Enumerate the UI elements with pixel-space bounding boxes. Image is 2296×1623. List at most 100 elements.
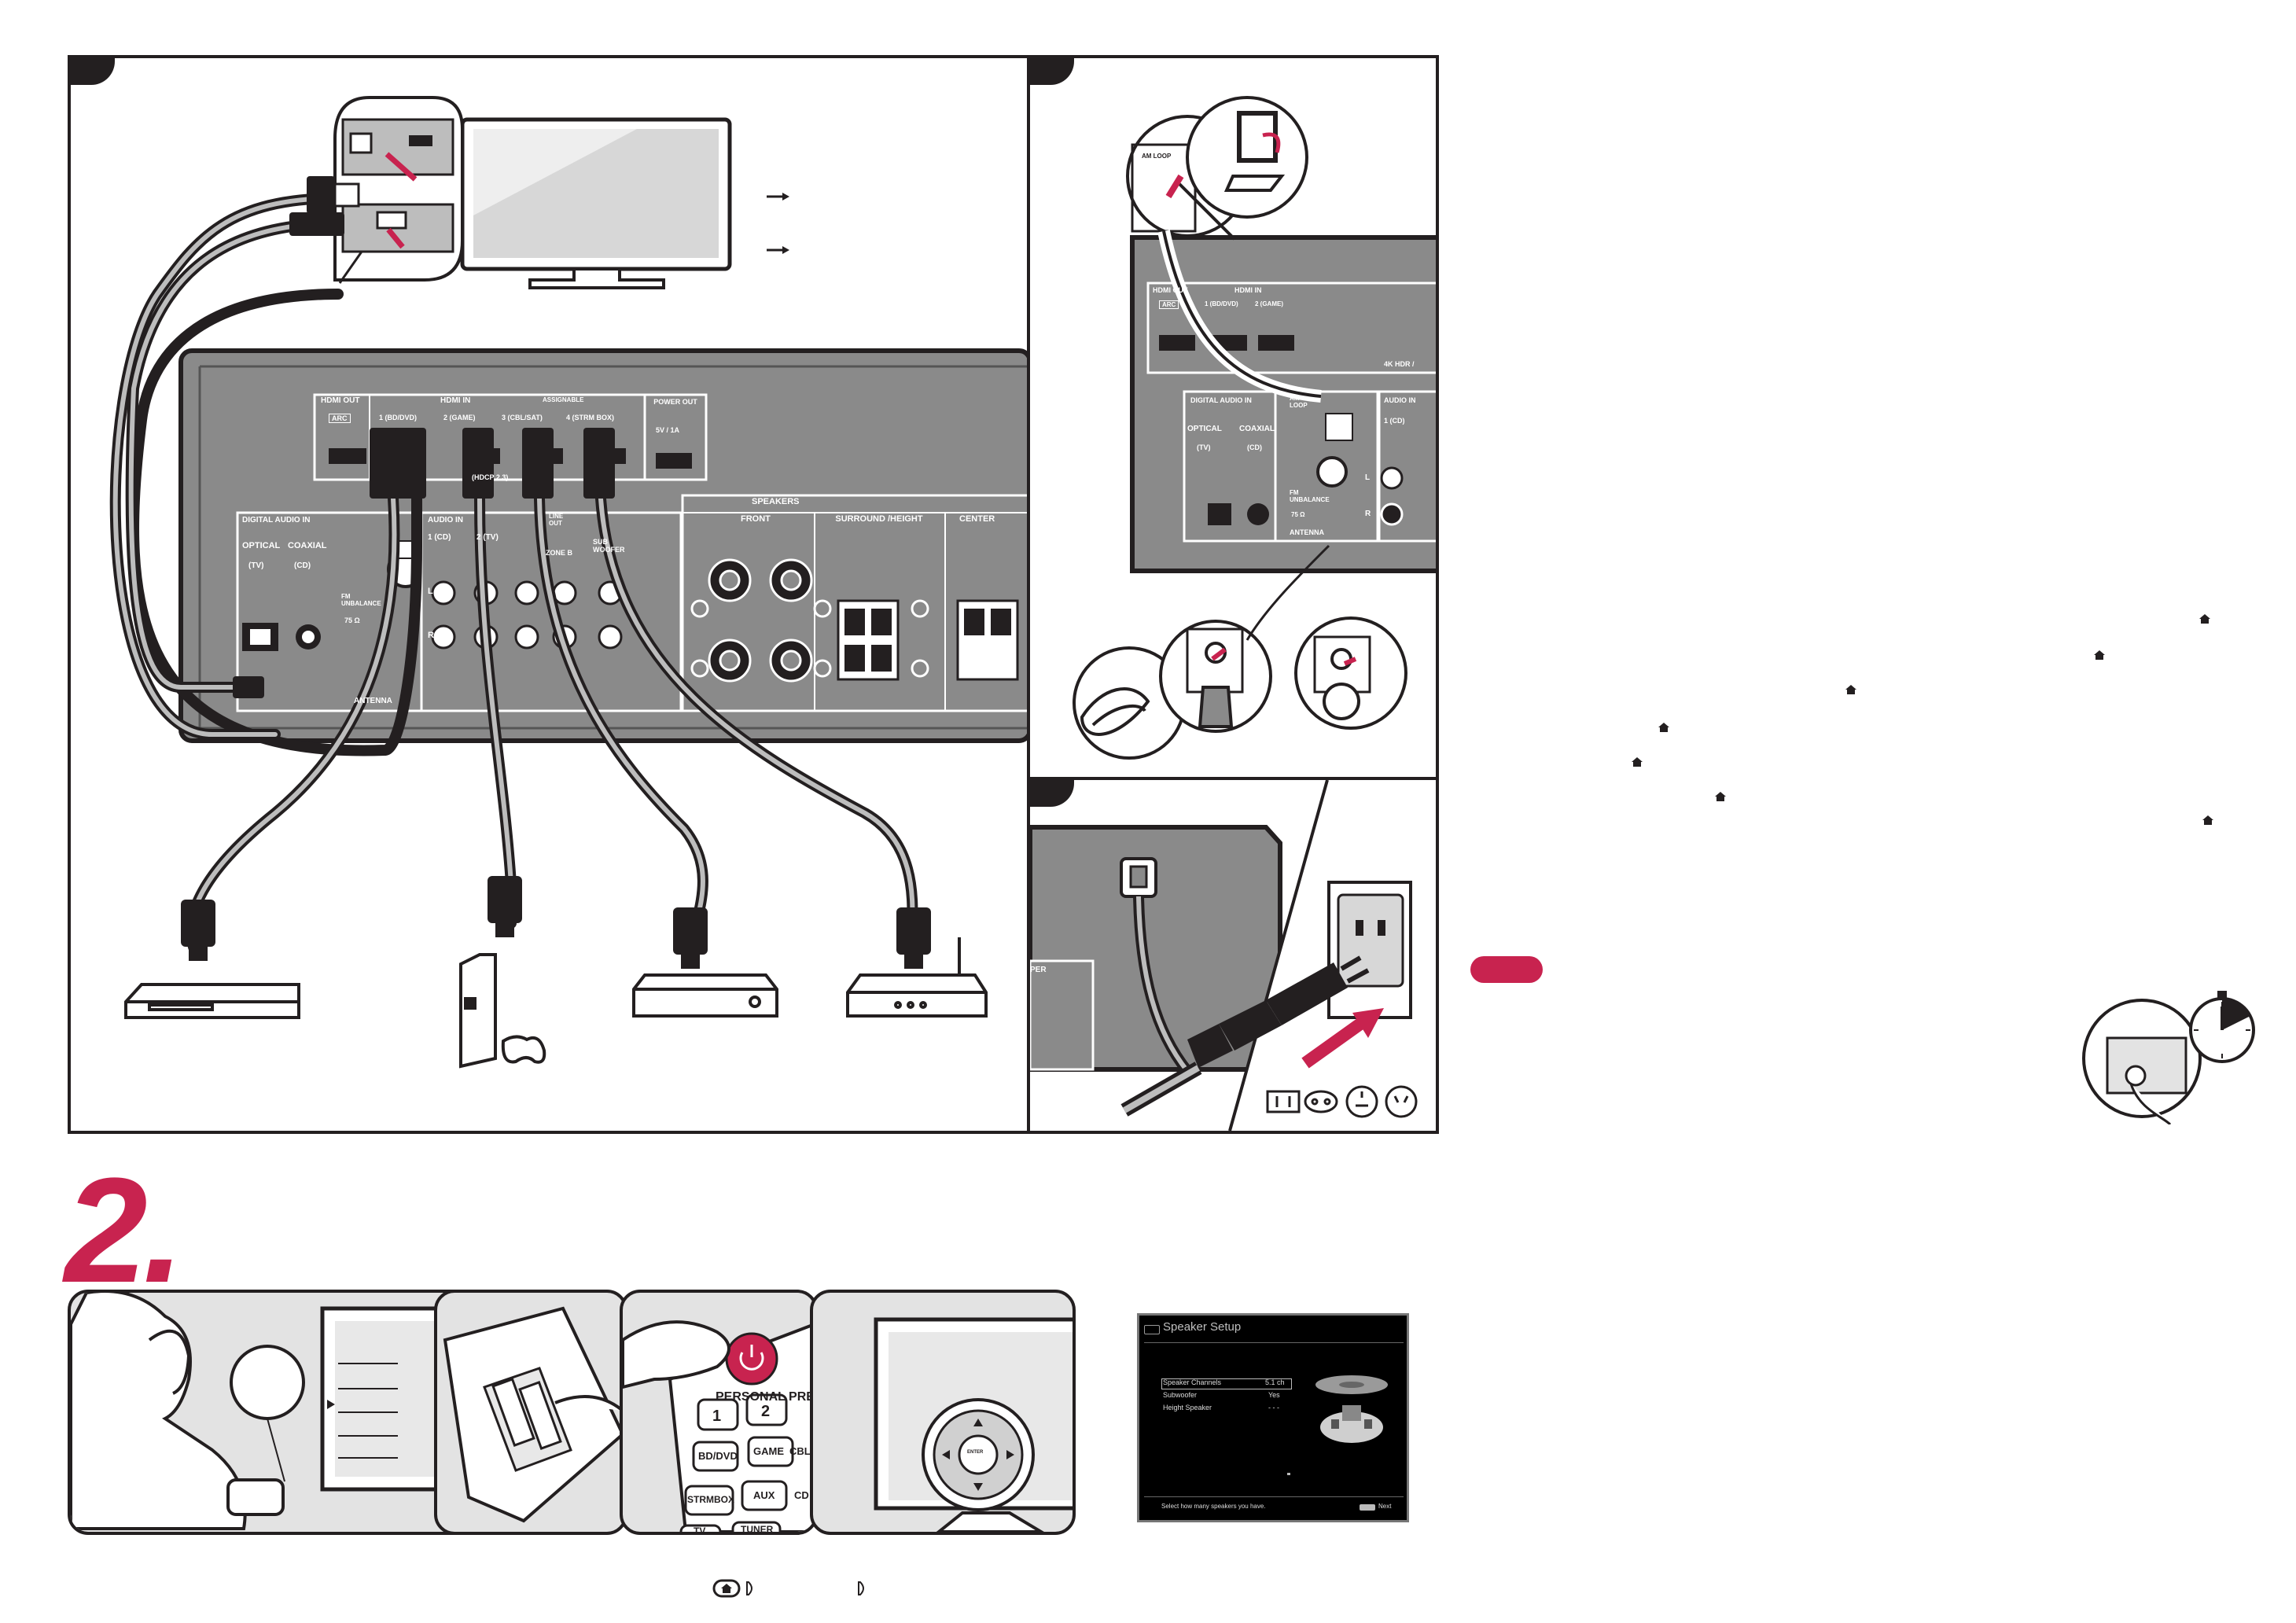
antenna-illustration [1073,96,1436,760]
game-console-icon [459,953,546,1069]
audio-in-2-label: 2 (TV) [476,533,499,542]
osd-row-1-value: 5.1 ch [1265,1378,1285,1386]
detail-audio-in-label: AUDIO IN [1384,396,1416,404]
antenna-label: ANTENNA [354,697,392,705]
tv-button[interactable]: TV [694,1525,706,1535]
osd-row-1-label: Speaker Channels [1163,1378,1222,1386]
am-loop-label: AM LOOP [1142,153,1172,160]
power-illustration [1030,780,1436,1131]
power-out-label: POWER OUT [653,398,697,406]
detail-hdr-label: 4K HDR / [1384,360,1415,368]
cd-button[interactable]: CD [794,1489,809,1501]
arc-label: ARC [329,414,351,423]
tv-icon [460,117,732,289]
osd-next-label[interactable]: Next [1378,1503,1392,1510]
digital-audio-in-label: DIGITAL AUDIO IN [242,516,311,524]
game-button[interactable]: GAME [753,1445,784,1457]
step-illustration-batteries [434,1290,627,1535]
cursor-pad-icon[interactable] [922,1398,1035,1511]
detail-fm-label: FM UNBALANCE [1290,489,1330,503]
hdmi-in-1-label: 1 (BD/DVD) [379,414,418,421]
arrow-icon [767,193,789,254]
streaming-box-icon [846,937,988,1018]
home-icon [1845,685,1856,694]
power-out-value: 5V / 1A [656,426,680,434]
step-illustration-remote: PERSONAL PRE 1 2 BD/DVD GAME CBL/S STRMB… [620,1290,818,1535]
settop-box-icon [632,973,778,1018]
hdcp-label: (HDCP 2.3) [472,473,509,481]
assignable-label: ASSIGNABLE [543,396,584,403]
preset-1-button[interactable]: 1 [712,1408,722,1425]
panel-connections: HDMI OUT ARC HDMI IN ASSIGNABLE 1 (BD/DV… [68,55,1030,1134]
home-icon [1632,757,1643,767]
personal-preset-label: PERSONAL PRE [716,1390,815,1404]
detail-audio-in-1: 1 (CD) [1384,417,1405,425]
home-icon [2094,650,2105,660]
hdmi-in-3-label: 3 (CBL/SAT) [502,414,543,421]
audio-in-1-label: 1 (CD) [428,533,451,542]
fm-label: FM UNBALANCE [341,593,381,607]
hdmi-in-2-label: 2 (GAME) [443,414,476,421]
tuner-button[interactable]: TUNER [741,1524,774,1535]
optical-sub-label: (TV) [248,561,264,570]
detail-hdmi-in-2: 2 (GAME) [1255,300,1283,307]
subwoofer-label: SUB WOOFER [593,538,625,554]
home-icon [1144,1325,1160,1334]
optical-label: OPTICAL [242,541,281,550]
bd-dvd-button[interactable]: BD/DVD [698,1450,738,1462]
play-icon [746,1581,752,1595]
speakers-label: SPEAKERS [752,497,800,506]
aux-button[interactable]: AUX [753,1489,775,1501]
home-icon [2202,815,2213,825]
osd-row-3-value: - - - [1268,1404,1279,1411]
coaxial-label: COAXIAL [288,541,327,550]
detail-am-loop-label: AM LOOP [1290,395,1308,409]
hdmi-out-label: HDMI OUT [321,396,360,405]
step-number: 2. [64,1147,184,1314]
center-label: CENTER [959,514,995,524]
hdmi-in-4-label: 4 (STRM BOX) [566,414,615,421]
osd-selected-row[interactable] [1161,1378,1292,1389]
detail-antenna-label: ANTENNA [1290,528,1324,536]
audio-in-label: AUDIO IN [428,516,463,524]
front-label: FRONT [741,514,771,524]
coaxial-sub-label: (CD) [294,561,311,570]
surround-label: SURROUND /HEIGHT [835,514,923,524]
osd-row-2-value: Yes [1268,1391,1280,1399]
preset-2-button[interactable]: 2 [761,1403,771,1420]
power-button-detail [2082,991,2255,1124]
osd-title: Speaker Setup [1163,1320,1242,1334]
ohm-label: 75 Ω [344,616,360,624]
channel-l-label: L [428,587,433,596]
hdmi-plugs [181,176,931,969]
line-out-label: LINE OUT [549,513,564,527]
detail-ohm-label: 75 Ω [1291,511,1305,518]
osd-row-2-label: Subwoofer [1163,1391,1198,1399]
home-button-icon [712,1579,741,1598]
step-illustration-person [68,1290,481,1535]
detail-coaxial-sub: (CD) [1247,443,1262,451]
osd-row-3-label: Height Speaker [1163,1404,1212,1411]
detail-hdmi-in-1: 1 (BD/DVD) [1205,300,1238,307]
power-button-icon[interactable] [725,1332,778,1386]
channel-r-label: R [428,631,434,640]
detail-channel-r: R [1365,510,1371,518]
detail-hdmi-in-label: HDMI IN [1234,286,1262,294]
power-subwoofer-fragment: PER [1030,966,1047,974]
step-illustration-cursor: ENTER [810,1290,1076,1535]
osd-hint: Select how many speakers you have. [1161,1503,1266,1510]
bluray-player-icon [124,983,300,1019]
strmbox-button[interactable]: STRMBOX [687,1494,734,1505]
cbl-sat-button[interactable]: CBL/S [789,1445,818,1457]
detail-optical-label: OPTICAL [1187,425,1222,433]
detail-digital-audio-label: DIGITAL AUDIO IN [1190,396,1252,404]
detail-channel-l: L [1365,473,1371,482]
detail-optical-sub: (TV) [1197,443,1211,451]
play-icon [858,1581,864,1595]
home-icon [2199,614,2210,624]
hdmi-in-label: HDMI IN [440,396,471,405]
enter-button[interactable]: ENTER [967,1450,984,1455]
accent-pill [1470,956,1543,983]
home-icon [1715,792,1726,801]
detail-arc-label: ARC [1159,300,1179,309]
